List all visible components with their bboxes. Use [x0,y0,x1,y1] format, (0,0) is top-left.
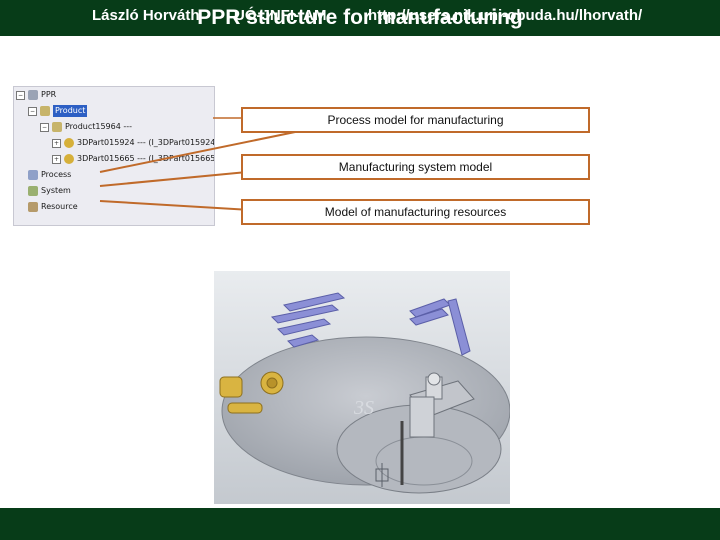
tree-node-product[interactable]: − Product [28,105,88,117]
page-title: PPR structure for manufacturing [197,6,523,29]
footer-url[interactable]: http://users.nik.uni-obuda.hu/lhorvath/ [368,7,643,24]
tooling-parts [219,371,284,414]
tree-node-system[interactable]: System [28,185,71,197]
system-model-label: Manufacturing system model [241,154,590,180]
tree-label-ppr: PPR [41,90,57,99]
frame-markers [375,463,389,487]
tree-label-part1: 3DPart015924 --- (I_3DPart015924 [77,138,215,147]
expand-icon[interactable]: + [52,154,61,164]
tree-node-part2[interactable]: + 3DPart015665 --- (I_3DPart015665 [52,153,215,165]
process-model-label: Process model for manufacturing [241,107,590,133]
collapse-icon[interactable]: − [16,90,25,100]
tree-label-process: Process [41,170,72,179]
ppr-icon [28,90,38,100]
tree-node-resource[interactable]: Resource [28,201,78,213]
resources-model-label: Model of manufacturing resources [241,199,590,225]
footer-bar [0,508,720,540]
footer-author: László Horváth [92,7,200,24]
tree-label-resource: Resource [41,202,78,211]
tree-label-system: System [41,186,71,195]
part-icon [64,138,74,148]
connector-process [99,130,301,173]
tree-node-process[interactable]: Process [28,169,71,181]
resource-bars [270,292,471,356]
product-icon [52,122,62,132]
process-icon [28,170,38,180]
system-icon [28,186,38,196]
product-icon [40,106,50,116]
tree-node-part1[interactable]: + 3DPart015924 --- (I_3DPart015924 [52,137,215,149]
title-bar [0,0,720,36]
resource-icon [28,202,38,212]
manufacturing-cell-render: 3S [214,271,510,504]
collapse-icon[interactable]: − [40,122,49,132]
logo-watermark: 3S [353,397,374,419]
part-icon [64,154,74,164]
collapse-icon[interactable]: − [28,106,37,116]
tree-label-product-child: Product15964 --- [65,122,133,131]
tree-node-product-child[interactable]: − Product15964 --- [40,121,132,133]
footer-institute: UÓ-JNFI-IAM [234,7,327,24]
robot-fixture [400,372,475,485]
expand-icon[interactable]: + [52,138,61,148]
tree-label-product: Product [53,105,88,117]
tree-label-part2: 3DPart015665 --- (I_3DPart015665 [77,154,215,163]
tree-node-ppr[interactable]: − PPR [16,89,56,101]
